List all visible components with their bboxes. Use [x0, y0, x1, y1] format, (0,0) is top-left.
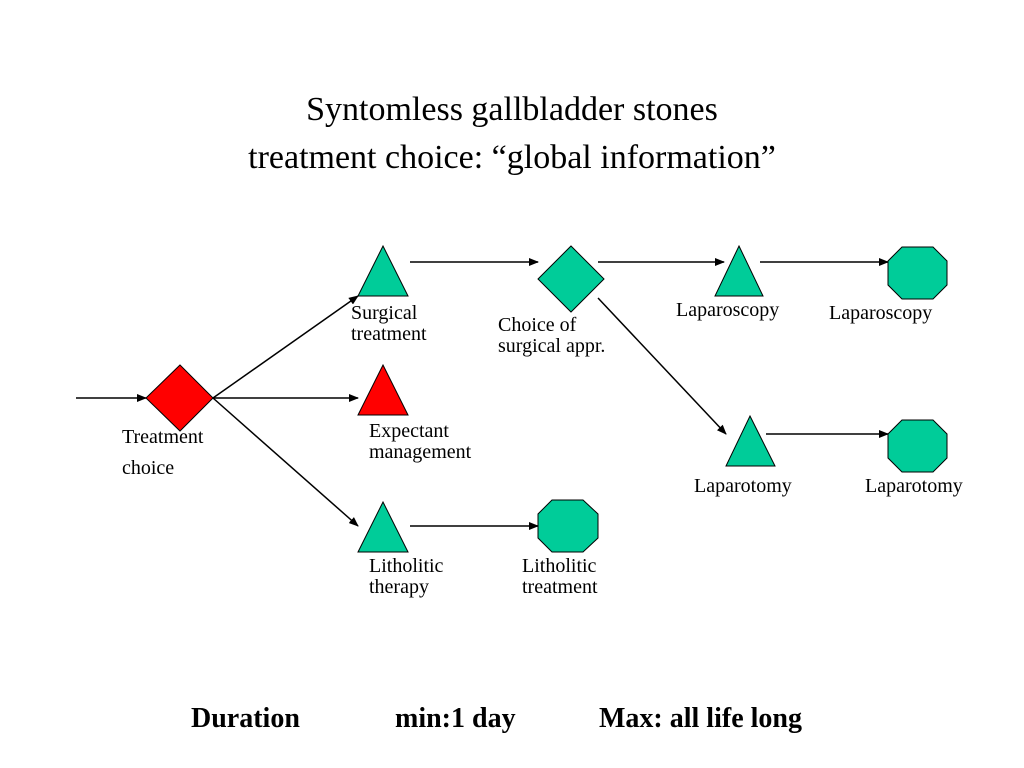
footer-min-duration: min:1 day	[395, 703, 516, 734]
laparoscopy-outcome-label: Laparoscopy	[829, 302, 933, 324]
laparotomy-outcome-octagon	[887, 419, 948, 473]
litholitic-treatment-label-line-1: Litholitic	[522, 555, 597, 577]
treatment-choice-label: Treatment choice	[122, 422, 203, 484]
litholitic-therapy-label: Litholitic therapy	[369, 556, 443, 598]
choice-of-surgical-appr-diamond	[537, 245, 605, 313]
litholitic-treatment-octagon	[537, 499, 599, 553]
choice-of-surgical-appr-label: Choice of surgical appr.	[498, 315, 605, 357]
litholitic-therapy-label-line-1: Litholitic	[369, 555, 444, 577]
arrow-to-surgical-treatment	[212, 295, 359, 399]
expectant-management-label-line-1: Expectant	[369, 420, 449, 442]
litholitic-therapy-triangle	[357, 500, 409, 553]
footer-duration: Duration	[191, 703, 300, 734]
expectant-management-label-line-2: management	[369, 441, 472, 463]
treatment-choice-label-line-1: Treatment	[122, 426, 204, 448]
title-line-1: Syntomless gallbladder stones	[306, 91, 718, 128]
laparoscopy-branch-label: Laparoscopy	[676, 299, 780, 321]
treatment-choice-diamond	[145, 364, 214, 432]
laparotomy-branch-triangle	[725, 414, 776, 467]
choice-of-surgical-appr-label-line-1: Choice of	[498, 314, 577, 336]
surgical-treatment-label-line-2: treatment	[351, 323, 427, 345]
laparoscopy-branch-triangle	[714, 244, 764, 297]
litholitic-therapy-label-line-2: therapy	[369, 576, 429, 598]
arrow-to-litholitic-therapy	[212, 397, 359, 527]
litholitic-treatment-label-line-2: treatment	[522, 576, 598, 598]
expectant-management-triangle	[357, 363, 409, 416]
title-line-2: treatment choice: “global information”	[248, 139, 776, 176]
litholitic-treatment-label: Litholitic treatment	[522, 556, 598, 598]
laparoscopy-outcome-octagon	[887, 246, 948, 300]
treatment-choice-label-line-2: choice	[122, 457, 175, 479]
surgical-treatment-label-line-1: Surgical	[351, 302, 418, 324]
laparotomy-branch-label: Laparotomy	[694, 475, 792, 497]
expectant-management-label: Expectant management	[369, 421, 471, 463]
arrow-to-laparotomy-branch	[597, 297, 727, 435]
footer-max-duration: Max: all life long	[599, 703, 802, 734]
laparotomy-outcome-label: Laparotomy	[865, 475, 963, 497]
choice-of-surgical-appr-label-line-2: surgical appr.	[498, 335, 606, 357]
surgical-treatment-triangle	[357, 244, 409, 297]
surgical-treatment-label: Surgical treatment	[351, 303, 427, 345]
